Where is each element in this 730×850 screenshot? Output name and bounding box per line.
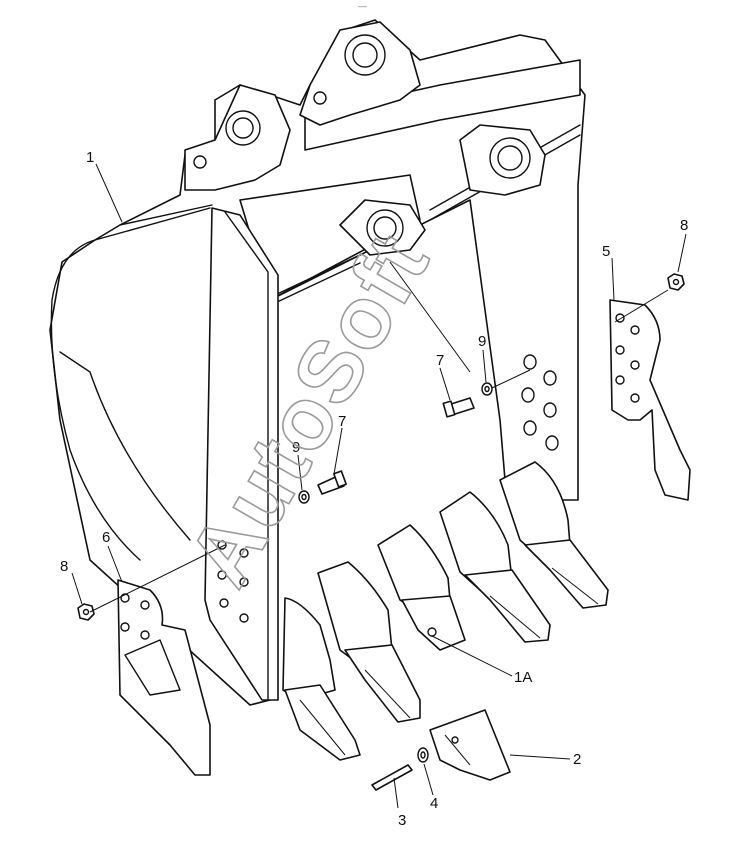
bucket-back-inner-line: [59, 351, 191, 541]
pin-bore-left: [232, 117, 254, 139]
tooth-row: [282, 461, 609, 781]
callout-2: 2: [573, 751, 581, 768]
side-cutter-right: [609, 299, 691, 501]
lug-hole-left: [193, 155, 207, 169]
washer-right: [481, 382, 493, 396]
top-mark: —: [358, 1, 367, 11]
upper-crossbar: [304, 59, 581, 151]
bolt-left: [317, 470, 347, 495]
tooth-pin: [371, 764, 413, 791]
pin-bore-center: [352, 42, 378, 68]
bucket-back-curve: [50, 239, 141, 561]
tooth-2: [317, 561, 421, 723]
loose-tooth: [429, 709, 511, 781]
callout-4: 4: [430, 795, 438, 812]
pin-retainer: [417, 747, 429, 763]
tooth-5: [499, 461, 609, 609]
bolt-right: [442, 397, 475, 418]
washer-left: [298, 490, 310, 504]
nut-right: [667, 273, 685, 291]
tooth-1: [282, 597, 361, 761]
right-plate-bolt-holes: [521, 354, 559, 451]
callout-1: 1: [86, 149, 94, 166]
bucket-body: [49, 19, 586, 706]
callout-8-right: 8: [680, 217, 688, 234]
callout-7-right: 7: [436, 352, 444, 369]
lug-hole-center: [313, 91, 327, 105]
left-side-plate-edge: [224, 211, 269, 701]
side-cutter-left-holes: [120, 593, 150, 640]
callout-8-left: 8: [60, 558, 68, 575]
callout-1a: 1A: [514, 669, 532, 686]
callout-9-right: 9: [478, 333, 486, 350]
left-plate-bolt-holes: [217, 540, 249, 623]
side-cutter-left: [117, 579, 211, 776]
bucket-lip-line: [94, 204, 213, 241]
pin-bore-right: [497, 145, 523, 171]
side-cutter-right-holes: [615, 313, 640, 403]
callout-5: 5: [602, 243, 610, 260]
callout-labels: 1 1A 2 3 4 5 6 7 7 8 8 9 9: [60, 149, 688, 829]
callout-9-left: 9: [292, 439, 300, 456]
pin-bore-lower: [373, 216, 397, 240]
tooth-4: [439, 491, 551, 643]
nut-left: [77, 603, 95, 621]
callout-7-left: 7: [338, 413, 346, 430]
tooth-3: [377, 524, 466, 651]
leader-lines: [71, 163, 687, 809]
crossbar-stripe: [274, 254, 361, 304]
callout-6: 6: [102, 529, 110, 546]
callout-3: 3: [398, 812, 406, 829]
